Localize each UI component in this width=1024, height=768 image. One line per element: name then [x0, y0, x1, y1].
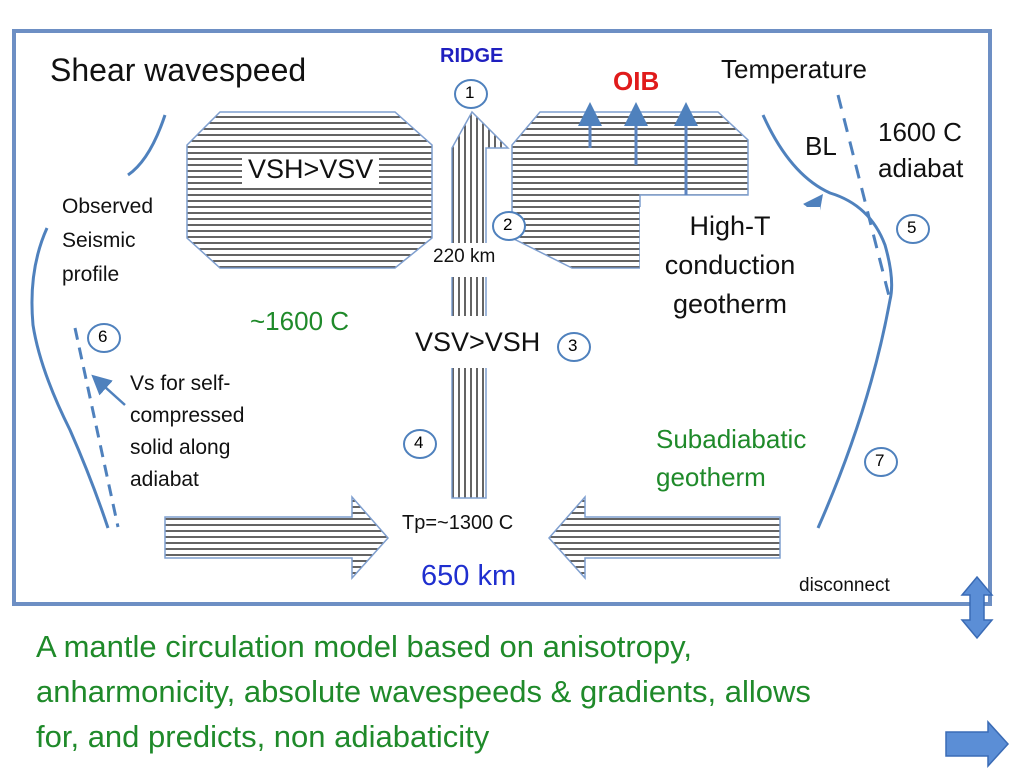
tp-1300-label: Tp=~1300 C [402, 512, 514, 534]
disconnect-double-arrow [960, 575, 994, 640]
oib-arrows [578, 102, 698, 195]
ridge-label: RIDGE [440, 45, 504, 67]
observed-seismic-profile-curve [30, 114, 167, 529]
slide-caption: A mantle circulation model based on anis… [36, 629, 811, 754]
temperature-title: Temperature [721, 54, 867, 84]
circle-number-4: 4 [414, 433, 424, 452]
circle-number-2: 2 [503, 215, 513, 234]
depth-650-label: 650 km [421, 560, 517, 592]
depth-220-label: 220 km [433, 246, 496, 267]
self-compressed-adiabat-line [73, 327, 120, 528]
disconnect-label: disconnect [799, 575, 890, 596]
subadiabatic-geotherm-label: Subadiabatic geotherm [656, 424, 807, 492]
vsh-gt-vsv-label: VSH>VSV [242, 154, 380, 185]
number-circles [87, 79, 930, 477]
circle-number-7: 7 [875, 451, 885, 470]
next-slide-arrow[interactable] [945, 720, 1010, 768]
diagram-frame [12, 29, 992, 606]
shear-wavespeed-title: Shear wavespeed [50, 52, 307, 88]
oib-label: OIB [613, 66, 660, 96]
vsv-gt-vsh-label: VSV>VSH [415, 327, 541, 357]
adiabat-1600-label: 1600 C adiabat [878, 117, 964, 183]
temp-1600-label: ~1600 C [250, 306, 350, 336]
circle-number-5: 5 [907, 218, 917, 237]
left-flow-hexagon [186, 111, 433, 269]
inflow-arrow-left [164, 495, 390, 580]
adiabat-1600-line [836, 94, 892, 301]
temperature-profile-curve [761, 114, 894, 529]
boundary-layer-label: BL [805, 131, 837, 161]
vs-self-compressed-label: Vs for self- compressed solid along adia… [130, 372, 245, 491]
circle-number-1: 1 [465, 83, 475, 102]
circle-number-6: 6 [98, 327, 108, 346]
high-t-geotherm-label: High-T conduction geotherm [640, 207, 820, 324]
upwelling-arrow [451, 110, 510, 499]
observed-profile-label: Observed Seismic profile [62, 195, 154, 286]
circle-number-3: 3 [568, 336, 578, 355]
inflow-arrow-right [547, 495, 781, 580]
